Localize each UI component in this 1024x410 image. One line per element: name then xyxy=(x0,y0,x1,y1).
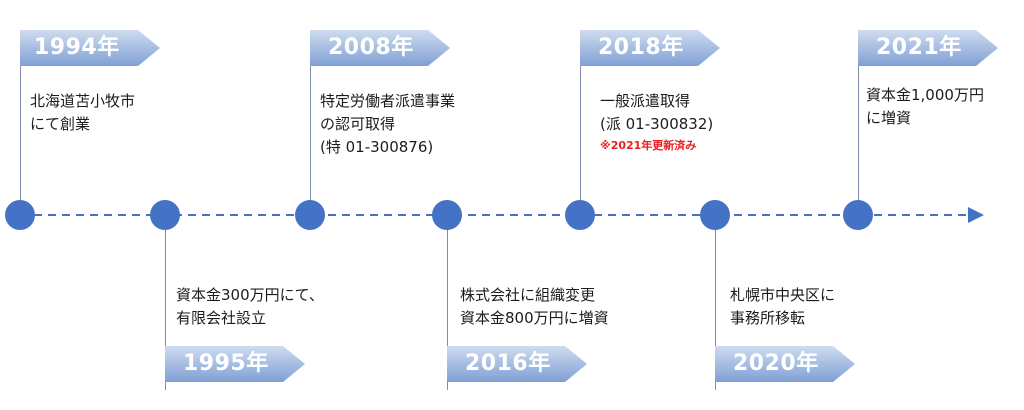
event-text-2018: 一般派遣取得 (派 01-300832) xyxy=(600,90,713,136)
stem-1995 xyxy=(165,215,166,390)
timeline-dot-1994 xyxy=(5,200,35,230)
stem-2018 xyxy=(580,30,581,215)
event-line: 資本金800万円に増資 xyxy=(460,309,609,327)
event-line: 事務所移転 xyxy=(730,309,806,327)
event-text-1994: 北海道苫小牧市 にて創業 xyxy=(30,90,135,136)
event-line: (派 01-300832) xyxy=(600,115,714,133)
year-flag-2018: 2018年 xyxy=(580,30,720,66)
timeline-dot-2018 xyxy=(565,200,595,230)
year-label: 2020年 xyxy=(733,351,819,376)
year-label: 2016年 xyxy=(465,351,551,376)
renewal-note: ※2021年更新済み xyxy=(600,139,697,152)
timeline-dot-1995 xyxy=(150,200,180,230)
event-line: にて創業 xyxy=(30,115,91,133)
event-text-2021: 資本金1,000万円 に増資 xyxy=(866,84,984,130)
stem-2020 xyxy=(715,215,716,390)
event-line: 資本金1,000万円 xyxy=(866,86,984,104)
event-line: の認可取得 xyxy=(320,115,396,133)
event-line: 有限会社設立 xyxy=(176,309,267,327)
year-flag-1995: 1995年 xyxy=(165,346,305,382)
year-label: 2021年 xyxy=(876,35,962,60)
timeline-dot-2021 xyxy=(843,200,873,230)
timeline-dot-2008 xyxy=(295,200,325,230)
timeline-dot-2020 xyxy=(700,200,730,230)
year-flag-2020: 2020年 xyxy=(715,346,855,382)
year-label: 1994年 xyxy=(34,35,120,60)
year-label: 2018年 xyxy=(598,35,684,60)
event-text-2008: 特定労働者派遣事業 の認可取得 (特 01-300876) xyxy=(320,90,455,159)
event-line: 札幌市中央区に xyxy=(730,286,836,304)
event-line: 北海道苫小牧市 xyxy=(30,92,136,110)
stem-2008 xyxy=(310,30,311,215)
year-flag-2016: 2016年 xyxy=(447,346,587,382)
event-text-2020: 札幌市中央区に 事務所移転 xyxy=(730,284,835,330)
event-line: に増資 xyxy=(866,109,912,127)
timeline-dot-2016 xyxy=(432,200,462,230)
year-label: 2008年 xyxy=(328,35,414,60)
event-text-1995: 資本金300万円にて、 有限会社設立 xyxy=(176,284,324,330)
year-label: 1995年 xyxy=(183,351,269,376)
event-line: 一般派遣取得 xyxy=(600,92,691,110)
event-text-2016: 株式会社に組織変更 資本金800万円に増資 xyxy=(460,284,609,330)
event-line: (特 01-300876) xyxy=(320,138,434,156)
year-flag-2021: 2021年 xyxy=(858,30,998,66)
event-line: 特定労働者派遣事業 xyxy=(320,92,456,110)
event-line: 株式会社に組織変更 xyxy=(460,286,596,304)
stem-1994 xyxy=(20,30,21,215)
year-flag-2008: 2008年 xyxy=(310,30,450,66)
year-flag-1994: 1994年 xyxy=(20,30,160,66)
stem-2016 xyxy=(447,215,448,390)
event-line: 資本金300万円にて、 xyxy=(176,286,324,304)
stem-2021 xyxy=(858,30,859,215)
